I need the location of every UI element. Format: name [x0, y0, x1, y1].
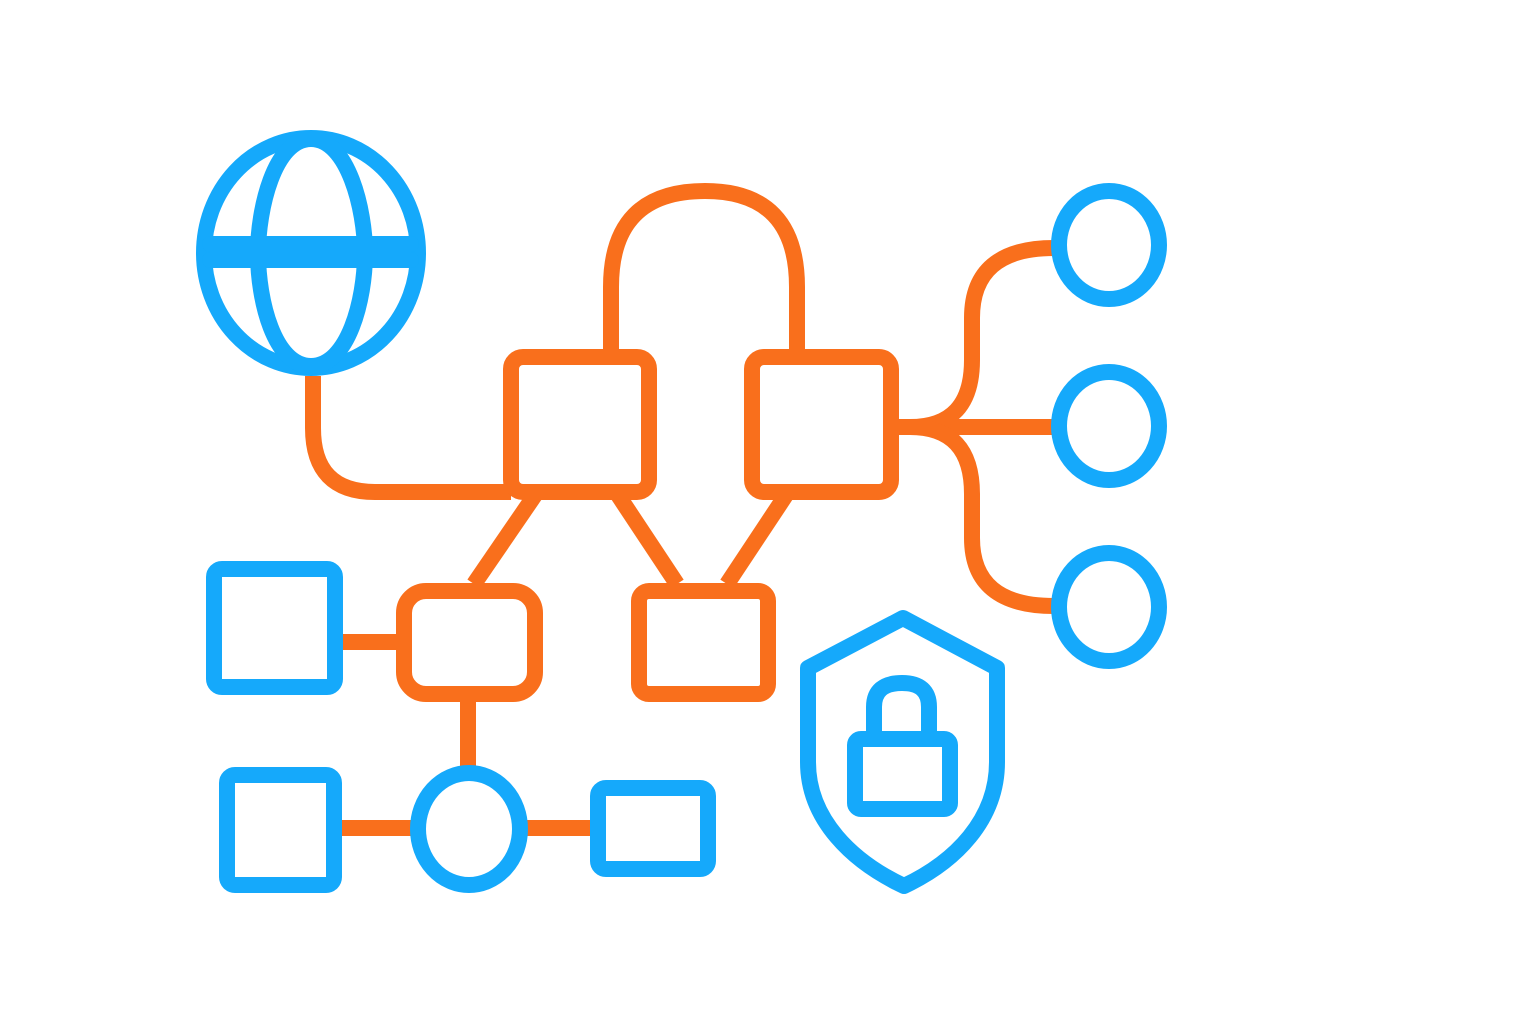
- edge-router-b-to-circle-top: [890, 240, 1055, 435]
- device-circle-bottom[interactable]: [410, 765, 528, 893]
- router-nodes: [396, 349, 899, 702]
- device-square-top-left[interactable]: [206, 561, 343, 695]
- lock-body: [847, 731, 958, 817]
- device-circle-bottom-right[interactable]: [1051, 545, 1167, 669]
- shield-lock-icon[interactable]: [800, 610, 1005, 894]
- device-square-bottom-left[interactable]: [219, 767, 342, 893]
- edge-router-b-to-circle-bottom: [890, 419, 1055, 614]
- edge-router-a-to-hub-left: [467, 490, 542, 589]
- device-circle-mid-right[interactable]: [1051, 364, 1167, 488]
- edge-router-a-arch-router-b: [603, 183, 805, 350]
- lock-shackle: [866, 675, 937, 747]
- edge-router-a-to-hub-right: [611, 490, 684, 589]
- endpoint-nodes: [206, 183, 1167, 893]
- globe-icon[interactable]: [196, 130, 426, 376]
- edge-globe-to-router-a: [305, 376, 511, 500]
- device-rect-bottom-right[interactable]: [590, 780, 716, 877]
- device-circle-top-right[interactable]: [1051, 183, 1167, 307]
- hub-node-right[interactable]: [631, 583, 776, 702]
- shield-outline: [800, 610, 1005, 894]
- globe-meridian: [250, 131, 373, 374]
- router-node-a[interactable]: [503, 349, 657, 500]
- router-node-b[interactable]: [744, 349, 899, 500]
- connectors: [305, 183, 1055, 836]
- edge-router-b-to-hub-right: [720, 490, 793, 589]
- hub-node-left[interactable]: [396, 583, 543, 702]
